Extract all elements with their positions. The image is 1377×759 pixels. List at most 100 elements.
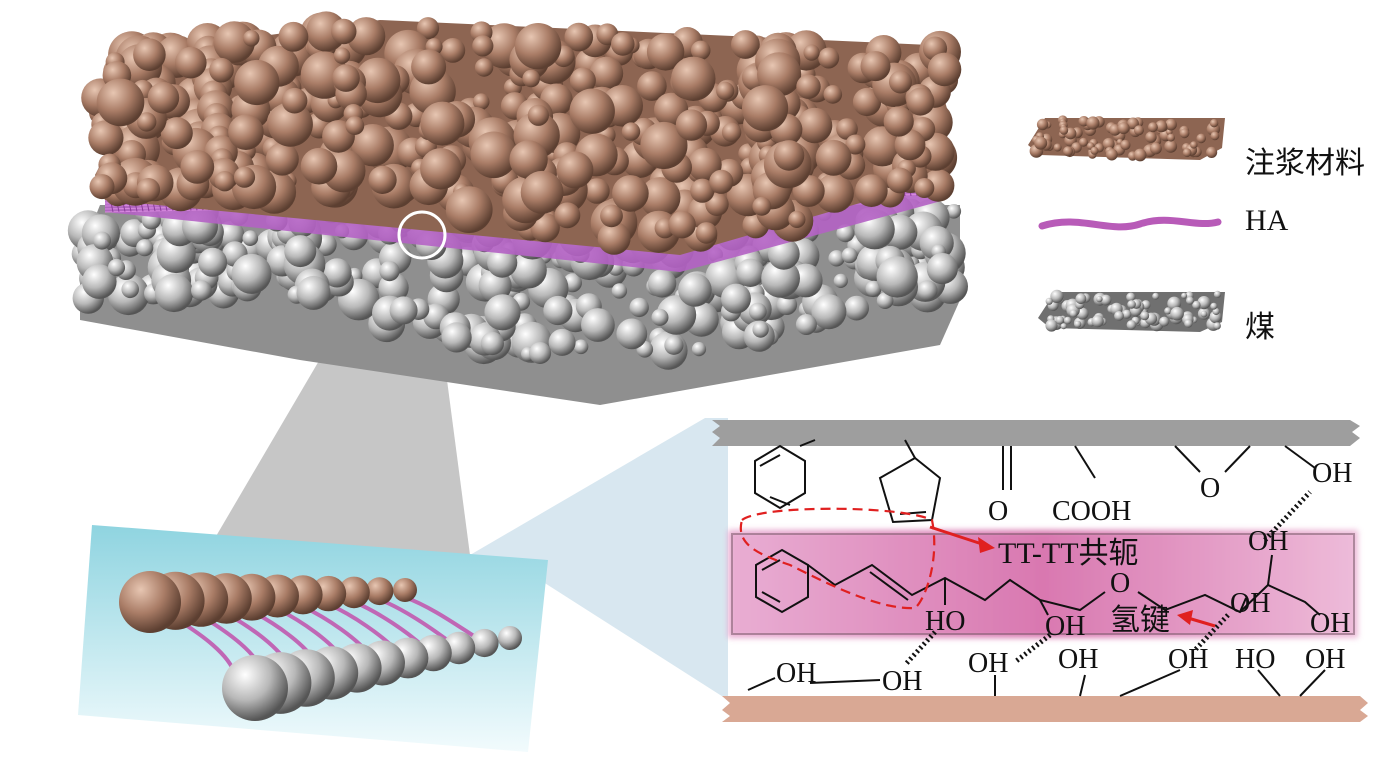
grout-particle	[180, 150, 215, 184]
legend-grout-particle	[1165, 118, 1177, 131]
grout-particle	[637, 71, 667, 101]
grout-particle	[894, 129, 926, 161]
grout-particle	[175, 46, 207, 79]
coal-particle	[836, 224, 855, 243]
grout-particle	[470, 131, 518, 179]
grout-particle	[773, 140, 805, 171]
grout-particle	[675, 109, 708, 141]
coal-particle	[93, 231, 111, 250]
legend-grout-particle	[1034, 136, 1048, 150]
grout-particle	[420, 101, 465, 146]
coal-particle	[629, 297, 649, 318]
coal-particle	[926, 253, 958, 285]
grout-particle	[520, 170, 564, 214]
legend-grout-particle	[1036, 118, 1049, 131]
legend-coal-particle	[1074, 320, 1082, 328]
coal-particle	[647, 269, 677, 298]
grout-particle	[333, 47, 351, 64]
grout-particle	[803, 44, 820, 61]
grout-particle	[796, 107, 833, 144]
grout-particle	[472, 93, 490, 110]
grout-particle	[716, 81, 735, 100]
legend-coal-particle	[1114, 311, 1124, 321]
hbond-label: 氢键	[1110, 604, 1170, 637]
coal-particle	[761, 258, 800, 298]
legend-grout-particle	[1102, 137, 1115, 150]
legend-coal-particle	[1091, 315, 1104, 328]
coal-particle	[844, 295, 869, 321]
coal-chain-sphere	[498, 626, 522, 650]
grout-particle	[556, 151, 594, 189]
legend-coal-particle	[1050, 289, 1064, 303]
grout-particle	[133, 38, 166, 71]
grout-particle	[233, 166, 256, 188]
legend-coal-label: 煤	[1245, 311, 1275, 344]
coal-particle	[656, 295, 697, 335]
coal-particle	[198, 247, 228, 277]
legend-grout-particle	[1090, 146, 1099, 155]
bottom-oh-2-label: OH	[882, 666, 922, 697]
grout-particle	[564, 22, 594, 52]
legend-coal-particle	[1213, 322, 1221, 330]
grout-particle	[265, 142, 299, 176]
legend-coal-particle	[1186, 296, 1194, 305]
grout-particle	[209, 57, 234, 83]
legend-coal-particle	[1213, 290, 1222, 298]
legend-grout-particle	[1196, 133, 1206, 144]
legend-coal-particle	[1126, 320, 1137, 330]
chem-bonds	[747, 439, 1326, 697]
grout-particle	[345, 116, 365, 135]
grout-particle	[611, 32, 635, 56]
coal-particle	[487, 247, 518, 278]
grout-particle	[845, 134, 866, 155]
grout-particle	[268, 101, 313, 147]
legend-coal-particle	[1140, 311, 1150, 321]
coal-particle	[748, 302, 767, 321]
grout-particle	[815, 139, 852, 176]
grout-particle	[89, 174, 115, 200]
grout-particle	[852, 87, 882, 117]
legend-ha-curve	[1038, 216, 1222, 231]
legend-grout-particle	[1209, 119, 1219, 128]
grout-particle	[440, 38, 466, 63]
legend-coal-particle	[1212, 307, 1220, 316]
zoom-cone-grey	[205, 342, 470, 555]
grout-particle	[281, 87, 308, 114]
grout-particle	[823, 85, 843, 104]
ho-left-label: HO	[925, 606, 965, 637]
coal-particle	[284, 235, 317, 268]
grout-particles	[81, 11, 962, 255]
hydrogen-bond-dashes	[903, 490, 1312, 667]
bottom-oh-7-label: OH	[1305, 644, 1345, 675]
legend-coal-particle	[1122, 309, 1132, 319]
coal-particle	[543, 295, 573, 326]
grout-particle	[927, 52, 962, 87]
legend-coal-particle	[1055, 315, 1065, 325]
grout-particle	[445, 186, 493, 234]
coal-particle	[752, 321, 769, 338]
grout-particle	[530, 212, 560, 243]
chem-scheme: O COOH O OH OH O HO OH OH OH TT-TT共轭 氢键 …	[712, 420, 1368, 722]
legend-grout-particle	[1059, 126, 1069, 135]
legend-grout-particle	[1182, 148, 1192, 158]
grout-particle	[639, 177, 681, 218]
coal-particle	[611, 283, 628, 299]
coal-particle	[379, 261, 400, 282]
coal-particle	[480, 331, 504, 356]
grout-particle	[600, 204, 623, 228]
coal-particle	[581, 308, 615, 342]
grout-chain-sphere	[119, 571, 181, 633]
coal-particle	[691, 342, 707, 357]
grout-particle	[332, 64, 360, 92]
coal-particle	[154, 273, 194, 313]
grout-particle	[527, 104, 550, 126]
legend-coal-particle	[1096, 295, 1103, 303]
oh-right-chain-label: OH	[1230, 588, 1270, 619]
legend-coal-particle	[1164, 307, 1172, 315]
ha-strand	[404, 595, 478, 640]
bottom-oh-1-label: OH	[776, 658, 816, 689]
legend-grout-particle	[1063, 146, 1073, 157]
legend-grout-particle	[1190, 141, 1198, 149]
coal-particle	[296, 275, 331, 310]
